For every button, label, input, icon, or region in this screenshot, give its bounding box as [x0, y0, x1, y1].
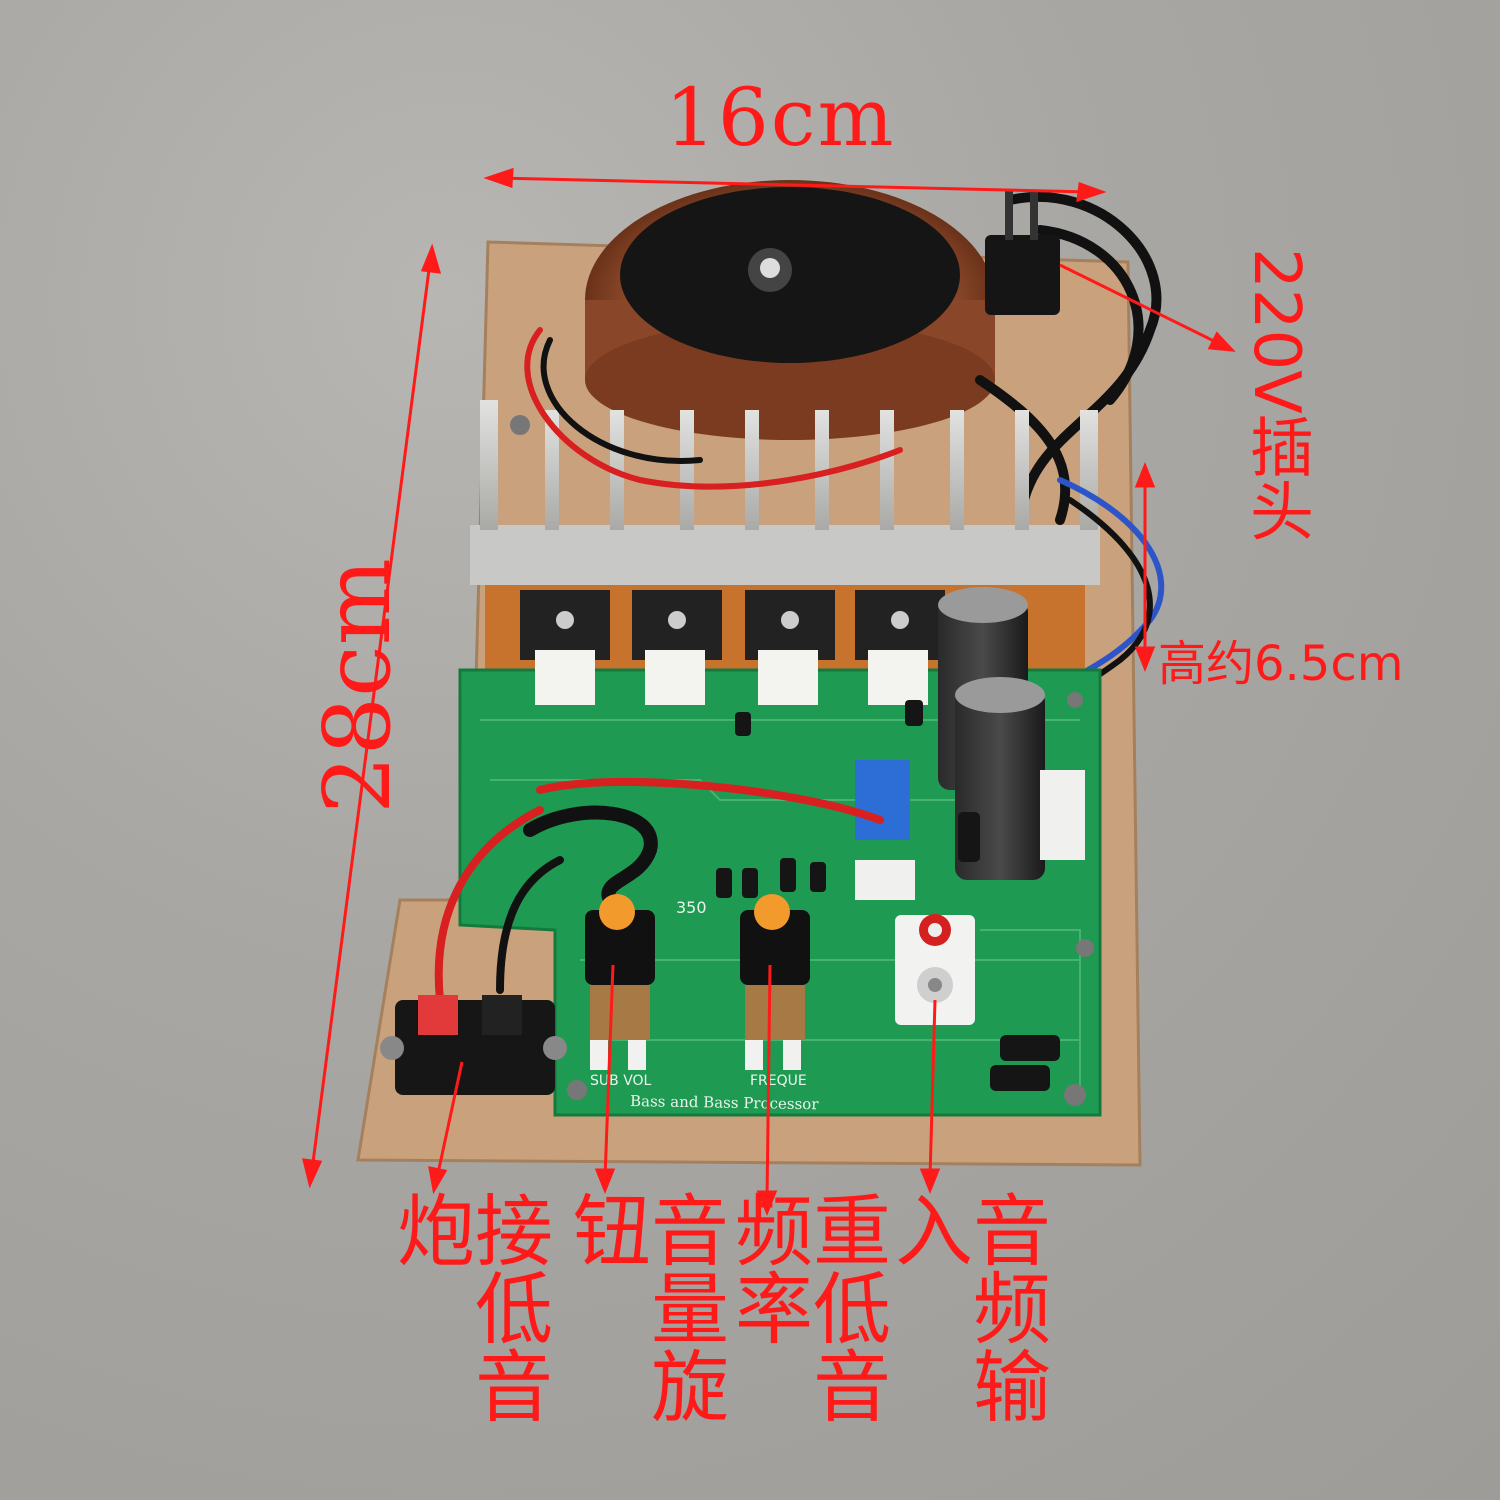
plug-label: 220V插头: [1239, 248, 1313, 542]
toroidal-transformer: [585, 180, 995, 440]
height-label: 28cm: [303, 558, 411, 814]
tall-label: 高约6.5cm: [1158, 636, 1404, 692]
board-freque: FREQUE: [750, 1073, 807, 1089]
mounting-screws: [510, 415, 1094, 1106]
speaker-output-label: 接低音炮: [384, 1190, 552, 1424]
potentiometer-volume: [585, 894, 655, 1070]
bass-frequency-label: 重低音频率: [722, 1190, 890, 1424]
power-transistors: [520, 590, 945, 705]
width-label: 16cm: [665, 71, 896, 164]
board-model: 350: [676, 898, 707, 917]
annotation-arrows: [302, 167, 1236, 1217]
power-plug: [985, 235, 1060, 315]
potentiometer-frequency: [740, 894, 810, 1070]
rca-input-jack: [895, 914, 975, 1025]
board-processor: Bass and Bass Processor: [630, 1092, 820, 1113]
audio-input-label: 音频输入: [882, 1190, 1050, 1424]
power-cord: [975, 191, 1162, 525]
small-components: [716, 700, 1060, 1091]
speaker-terminal: [380, 995, 567, 1095]
volume-knob-label: 音量旋钮: [560, 1190, 728, 1424]
board-sub-vol: SUB VOL: [590, 1073, 652, 1089]
